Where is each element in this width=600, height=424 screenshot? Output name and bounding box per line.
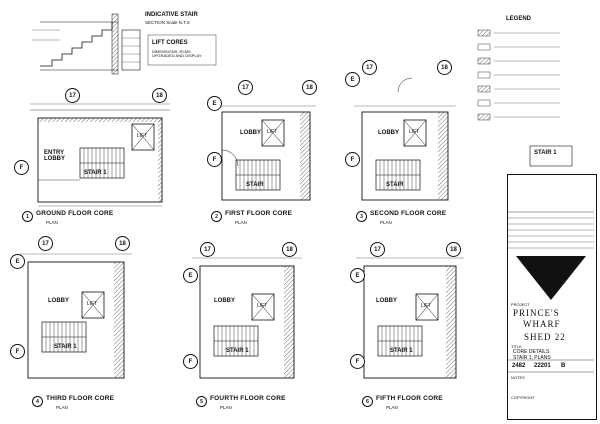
plan-subtitle: PLAN [380,220,392,225]
legend-title: LEGEND [506,16,532,22]
grid-marker-17: 17 [370,242,385,257]
grid-marker-17: 17 [362,60,377,75]
title-block-lines [508,211,594,373]
plan-second-floor-lines [354,77,456,201]
plan-number-4: 4 [32,396,43,407]
grid-marker-17: 17 [200,242,215,257]
plan-title-third-floor: THIRD FLOOR CORE [46,395,115,402]
room-label-lift: LIFT [87,301,98,307]
room-label-lobby: LOBBY [214,298,235,304]
title-label: TITLE [511,344,522,349]
plan-subtitle: PLAN [386,405,398,410]
grid-marker-18: 18 [446,242,461,257]
plan-first-floor-lines [214,105,316,201]
plan-number-5: 5 [196,396,207,407]
grid-marker-17: 17 [65,88,80,103]
project-name-line2: WHARF [523,319,561,329]
room-label-stair: STAIR 1 [54,344,77,350]
indicative-stair-plan [121,29,141,71]
grid-marker-17: 17 [238,80,253,95]
title-block [507,174,597,420]
notes-label: NOTES [511,375,525,380]
plan-title-fifth-floor: FIFTH FLOOR CORE [376,395,443,402]
plan-fourth-floor-lines [192,257,302,379]
room-label-lift: LIFT [137,133,148,139]
room-label-stair: STAIR 1 [390,348,413,354]
plan-number-3: 3 [356,211,367,222]
plan-third-floor-lines [20,253,132,379]
indicative-stair-title: INDICATIVE STAIR [145,12,198,18]
plan-title-fourth-floor: FOURTH FLOOR CORE [210,395,286,402]
plan-subtitle: PLAN [235,220,247,225]
logo-triangle-shape [516,256,586,300]
plan-title-second-floor: SECOND FLOOR CORE [370,210,447,217]
indicative-stair-section [32,13,119,75]
room-label-lift: LIFT [409,129,420,135]
shed-name: SHED 22 [524,332,566,342]
project-name-line1: PRINCE'S [513,308,560,318]
plan-number-6: 6 [362,396,373,407]
grid-marker-f: F [345,152,360,167]
room-label-lift: LIFT [267,129,278,135]
drawing-title-line1: CORE DETAILS [513,349,550,355]
room-label-stair: STAIR 1 [226,348,249,354]
plan-ground-floor-lines [30,103,170,207]
grid-marker-e: E [350,268,365,283]
grid-marker-17: 17 [38,236,53,251]
grid-marker-e: E [183,268,198,283]
room-label-stair: STAIR 1 [84,170,107,176]
plan-number-1: 1 [22,211,33,222]
plan-fifth-floor-lines [356,257,464,379]
room-label-stair: STAIR [246,182,264,188]
grid-marker-18: 18 [115,236,130,251]
drawing-title-line2: STAIR 1, PLANS [513,355,551,361]
copyright-label: COPYRIGHT [511,395,535,400]
room-label-lobby: LOBBY [48,298,69,304]
grid-marker-f: F [14,160,29,175]
grid-marker-18: 18 [282,242,297,257]
room-label-lobby: LOBBY [378,130,399,136]
room-label-stair: STAIR [386,182,404,188]
grid-marker-18: 18 [437,60,452,75]
grid-marker-f: F [350,354,365,369]
room-label-entry-lobby: ENTRY LOBBY [44,150,65,162]
room-label-lobby: LOBBY [240,130,261,136]
grid-marker-18: 18 [152,88,167,103]
room-label-lift: LIFT [257,303,268,309]
plan-title-first-floor: FIRST FLOOR CORE [225,210,293,217]
project-label: PROJECT [511,302,530,307]
grid-marker-f: F [207,152,222,167]
grid-marker-e: E [10,254,25,269]
revision: B [561,363,566,369]
grid-marker-f: F [183,354,198,369]
lift-cores-title: LIFT CORES [152,40,188,46]
grid-marker-f: F [10,344,25,359]
plan-number-2: 2 [211,211,222,222]
room-label-lobby: LOBBY [376,298,397,304]
plan-subtitle: PLAN [46,220,58,225]
legend-symbols [477,29,573,167]
indicative-stair-scale: SECTION Scale N.T.S [145,20,190,25]
grid-marker-e: E [345,72,360,87]
plan-title-ground-floor: GROUND FLOOR CORE [36,210,114,217]
plan-subtitle: PLAN [56,405,68,410]
grid-marker-18: 18 [302,80,317,95]
drawing-number: 22201 [534,363,551,369]
plan-subtitle: PLAN [220,405,232,410]
grid-marker-e: E [207,96,222,111]
room-label-lift: LIFT [421,303,432,309]
job-number: 2482 [512,363,526,369]
legend-stair-label: STAIR 1 [534,150,557,156]
lift-cores-note: DIMENSIONS, RLMS UPGRADED AND DISPLAY [152,49,202,58]
